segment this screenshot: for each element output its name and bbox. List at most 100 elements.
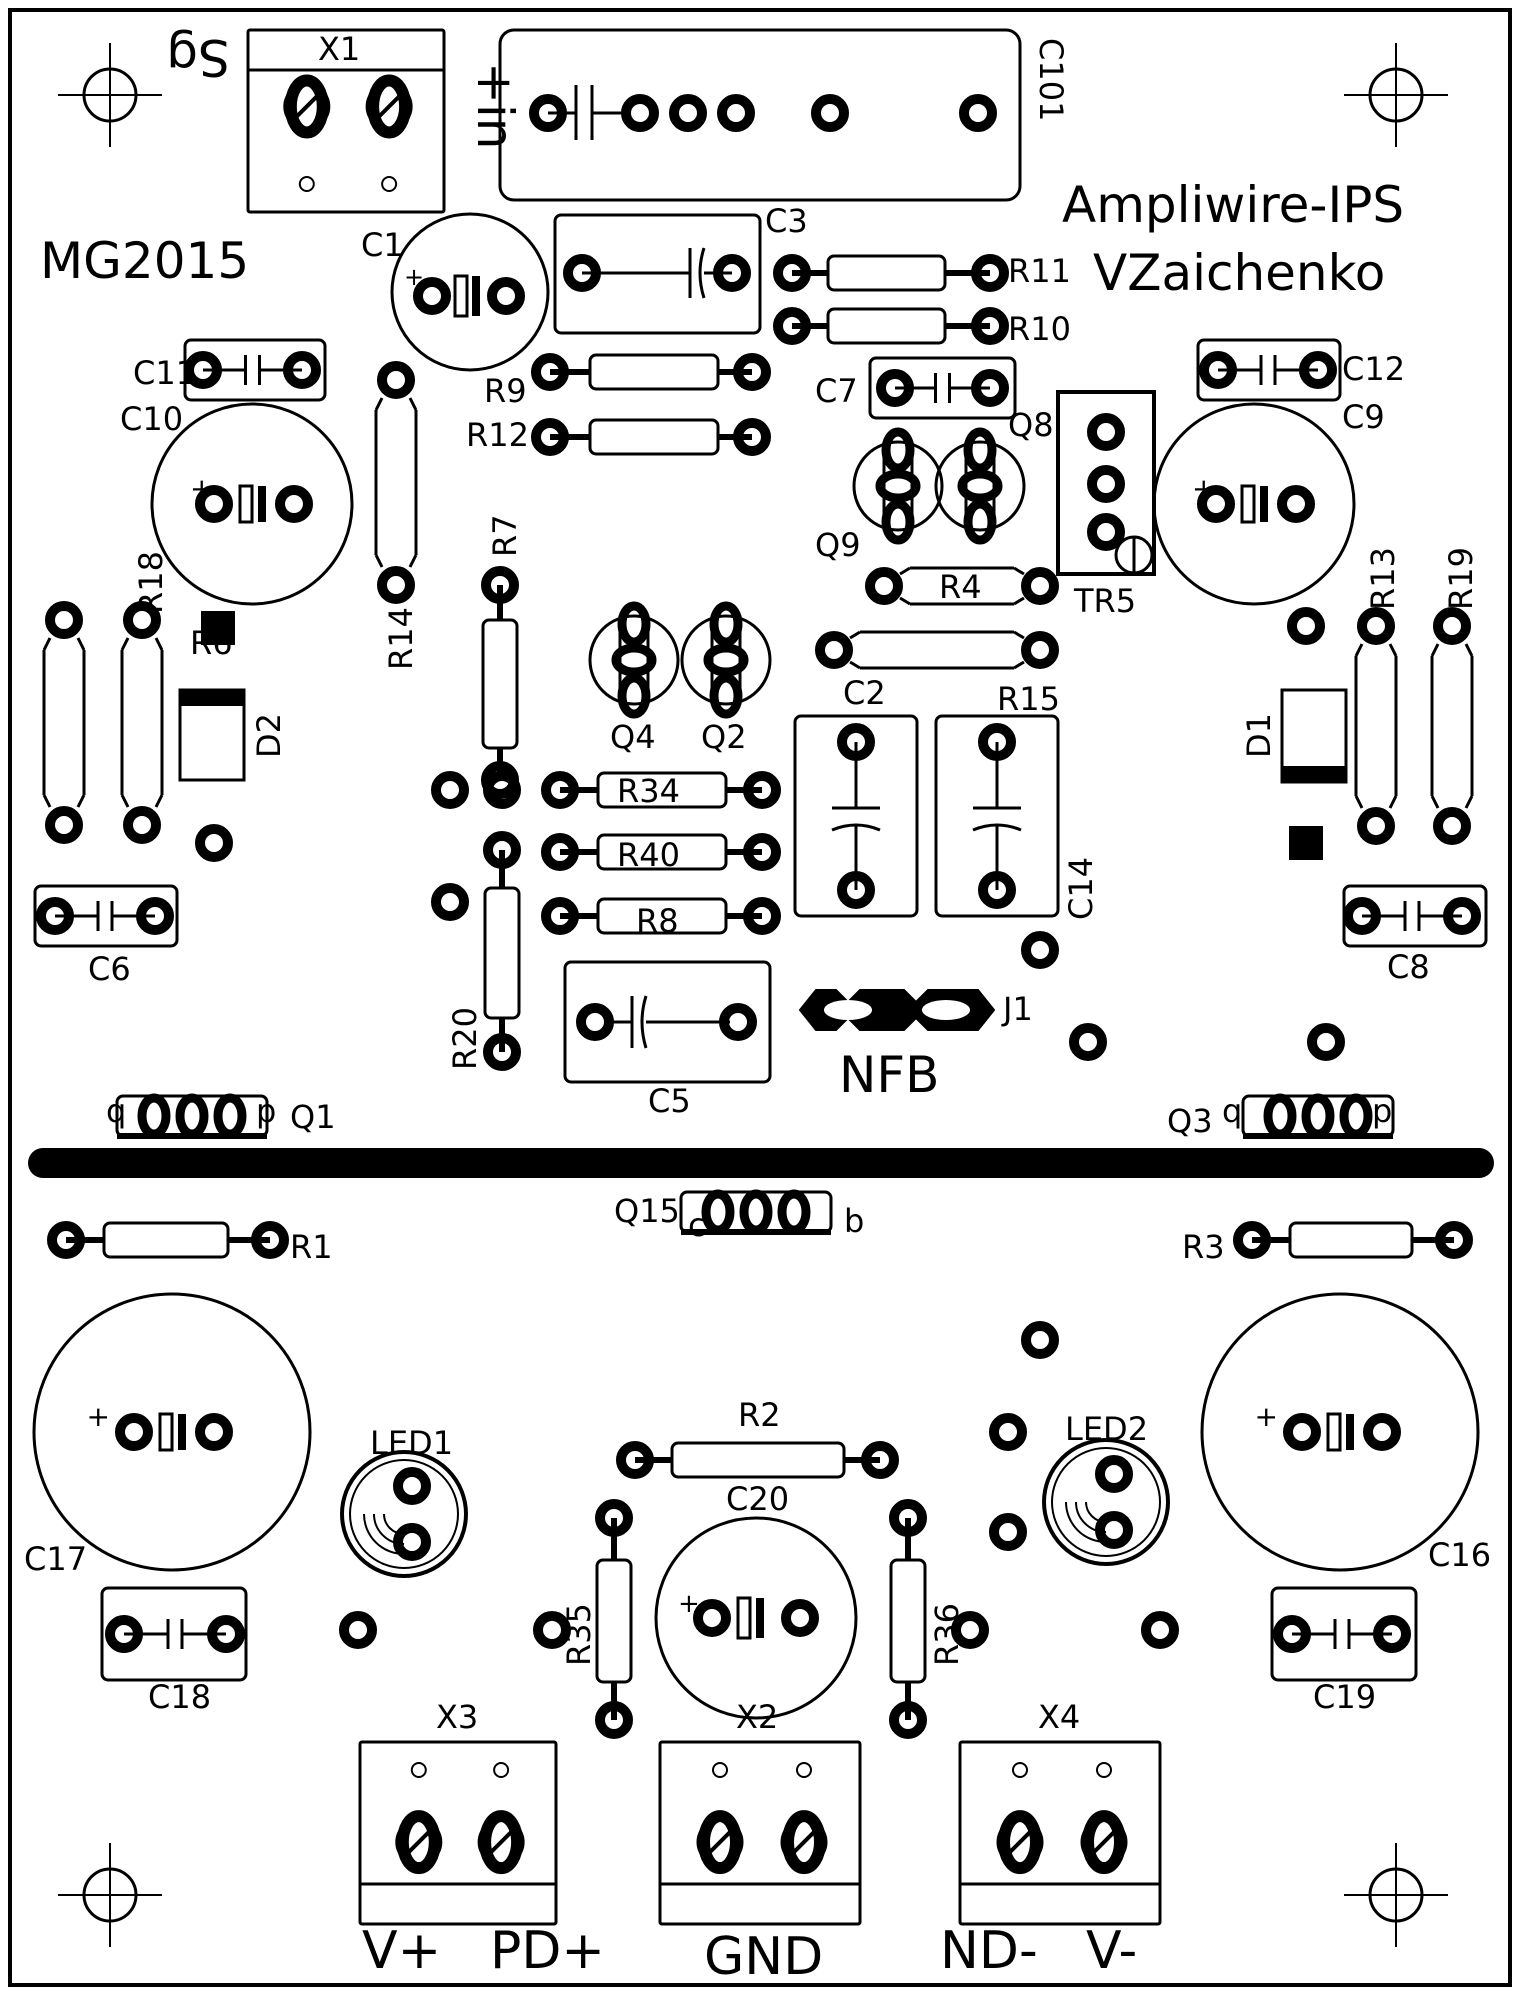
c20-pad [781,1599,819,1637]
c20-plate [756,1598,764,1638]
r6-pad [195,824,233,862]
c14-plate [972,823,1022,832]
terminal-v-plus: V+ [362,1921,441,1981]
r6-pad [201,611,235,645]
ref-q8: Q8 [1008,406,1054,444]
ref-c14: C14 [1062,857,1100,920]
q4-pad [617,673,651,719]
c9-plate [1240,484,1256,524]
free-pad [1307,1023,1345,1061]
pcb-shapes: ++++++ [8,8,1512,1987]
c16-pad [1363,1413,1401,1451]
r20-pad [483,831,521,869]
tr5-pad [1087,513,1125,551]
r40-pad [541,833,579,871]
c7-outline [868,356,1017,420]
ref-r15: R15 [997,680,1060,718]
x4-terminal-dot [1096,1762,1112,1778]
x3-terminal-dot [410,1762,427,1778]
c18-outline [100,1586,248,1682]
r35-body [595,1558,633,1684]
terminal-nd-minus: ND- [940,1921,1038,1981]
c101-pad [717,94,755,132]
ref-tr5: TR5 [1073,582,1136,620]
r13-pad [1357,607,1395,645]
c17-pad [115,1413,153,1451]
free-pad [483,771,521,809]
r19-pad [1433,807,1471,845]
r4-pad [865,567,903,605]
r10-body [826,307,947,345]
r-left-a-pad [45,806,83,844]
c16-plate [1326,1412,1342,1452]
c101-pad [811,94,849,132]
c101-pad [669,94,707,132]
x4-terminal-pad [998,1810,1042,1875]
x2-terminal-slot [708,1830,732,1854]
ref-r35: R35 [560,1603,598,1666]
x1-terminal-slot [377,95,401,118]
q9-outline [852,440,944,532]
c6-pad [136,897,174,935]
c12-pad [1299,351,1337,389]
free-pad [1141,1611,1179,1649]
r7-pad [481,566,519,604]
free-pad [989,1513,1027,1551]
c12-pad [1199,351,1237,389]
sg-label: Sg [166,28,229,86]
x2-terminal-pad [698,1810,742,1875]
x3-terminal-pad [396,1810,441,1875]
c1-pad [413,277,451,315]
x2-terminal-dot [796,1762,812,1778]
x4-terminal-dot [1012,1762,1028,1778]
ref-c9: C9 [1342,398,1385,436]
r8-pad [541,897,579,935]
r35-pad [595,1701,633,1739]
r1-pad [47,1221,85,1259]
ref-r2: R2 [738,1396,781,1434]
ref-c5: C5 [648,1082,691,1120]
q3-pad [1263,1093,1297,1139]
c101-pad [959,94,997,132]
x1-terminal-outline [246,28,446,214]
c8-pad [1343,897,1381,935]
nfb-label: NFB [839,1046,939,1104]
r18-pad [123,601,161,639]
ref-led1: LED1 [370,1424,453,1462]
r8-body [596,897,728,935]
ref-c8: C8 [1387,948,1430,986]
q8-outline [934,440,1026,532]
r11-body [826,254,947,292]
q4-pad [611,643,657,677]
free-pad [951,1611,989,1649]
r3-pad [1233,1221,1271,1259]
r40-pad [743,833,781,871]
ref-r12: R12 [466,416,529,454]
r9-body [588,353,720,391]
free-pad [431,883,469,921]
free-pad [431,771,469,809]
q9-pad [881,427,915,473]
c17-plus: + [86,1400,109,1433]
r14-outline [374,410,418,555]
r15-pad [1021,631,1059,669]
q3-pad [1339,1093,1373,1139]
title-line1: Ampliwire-IPS [1062,176,1404,234]
r12-pad [733,418,771,456]
ref-r3: R3 [1182,1228,1225,1266]
ref-r36: R36 [928,1603,966,1666]
r13-outline [1354,643,1398,809]
d1-pad [1289,826,1323,860]
ref-c11: C11 [133,354,196,392]
c17-outline [32,1292,312,1572]
power-rail [28,1148,1494,1178]
r7-body [481,618,519,750]
c17-plate [158,1412,174,1452]
ref-q9: Q9 [815,526,861,564]
x4-terminal-slot [1008,1830,1032,1854]
c19-outline [1270,1586,1418,1682]
free-pad [1021,1321,1059,1359]
q2-pad [709,673,743,719]
q2-outline [680,614,772,706]
tr5-outline [1056,390,1156,576]
